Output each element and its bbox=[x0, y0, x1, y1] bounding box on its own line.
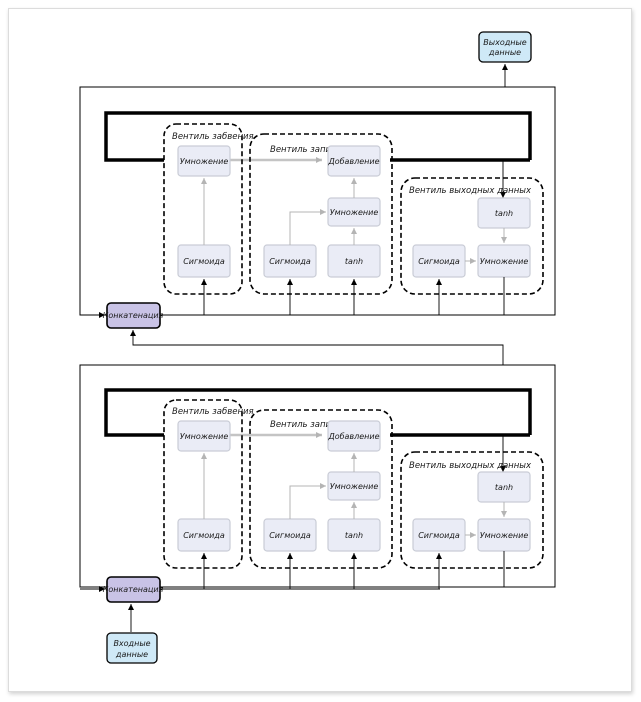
cell-state-line bbox=[104, 388, 532, 437]
output-label-line1: Выходные bbox=[483, 38, 527, 47]
tanh-label: tanh bbox=[345, 257, 363, 266]
forget-gate-label: Вентиль забвения bbox=[172, 407, 254, 417]
multiply-label: Умножение bbox=[330, 208, 379, 217]
multiply-label: Умножение bbox=[480, 257, 529, 266]
sigmoid-label: Сигмоида bbox=[418, 531, 460, 540]
sigmoid-label: Сигмоида bbox=[183, 257, 225, 266]
cell-state-line bbox=[104, 111, 532, 162]
output-label-line2: данные bbox=[488, 48, 521, 57]
tanh-label: tanh bbox=[345, 531, 363, 540]
multiply-label: Умножение bbox=[480, 531, 529, 540]
concat-box bbox=[106, 576, 161, 603]
cell-frame bbox=[79, 364, 556, 588]
write-gate-label: Вентиль записи bbox=[270, 420, 342, 430]
tanh-label: tanh bbox=[495, 483, 513, 492]
write-gate bbox=[249, 409, 393, 569]
forget-gate-label: Вентиль забвения bbox=[172, 132, 254, 142]
input-label-line2: данные bbox=[115, 650, 148, 659]
output-gate-label: Вентиль выходных данных bbox=[409, 461, 532, 471]
multiply-label: Умножение bbox=[180, 432, 229, 441]
write-gate-label: Вентиль записи bbox=[270, 145, 342, 155]
lstm-cell-top: Вентиль забвения Вентиль записи Вентиль … bbox=[79, 86, 556, 329]
tanh-label: tanh bbox=[495, 209, 513, 218]
add-box bbox=[327, 420, 381, 452]
output-gate bbox=[400, 451, 544, 569]
add-box bbox=[327, 145, 381, 177]
output-gate bbox=[400, 177, 544, 295]
input-data-node: Входные данные bbox=[106, 632, 158, 664]
bottom-to-top-link bbox=[130, 330, 504, 365]
add-label: Добавление bbox=[327, 432, 379, 441]
multiply-label: Умножение bbox=[180, 157, 229, 166]
concat-label: Конкатенация bbox=[103, 311, 164, 320]
hidden-output-line bbox=[503, 551, 555, 588]
sigmoid-to-multiply-arrow bbox=[289, 483, 326, 519]
forget-gate bbox=[163, 399, 243, 569]
output-data-node: Выходные данные bbox=[478, 31, 532, 63]
output-gate-label: Вентиль выходных данных bbox=[409, 186, 532, 196]
sigmoid-to-multiply-arrow bbox=[289, 209, 326, 245]
multiply-label: Умножение bbox=[330, 482, 379, 491]
concat-label: Конкатенация bbox=[103, 585, 164, 594]
sigmoid-label: Сигмоида bbox=[418, 257, 460, 266]
write-gate bbox=[249, 133, 393, 295]
multiply-box bbox=[177, 145, 231, 177]
sigmoid-label: Сигмоида bbox=[269, 257, 311, 266]
forget-gate bbox=[163, 123, 243, 295]
concat-box bbox=[106, 302, 161, 329]
add-label: Добавление bbox=[327, 157, 379, 166]
input-label-line1: Входные bbox=[113, 639, 150, 648]
hidden-output-line bbox=[503, 277, 555, 316]
sigmoid-label: Сигмоида bbox=[269, 531, 311, 540]
sigmoid-label: Сигмоида bbox=[183, 531, 225, 540]
lstm-cell-bottom: Вентиль забвения Вентиль записи Вентиль … bbox=[79, 364, 556, 603]
multiply-box bbox=[177, 420, 231, 452]
